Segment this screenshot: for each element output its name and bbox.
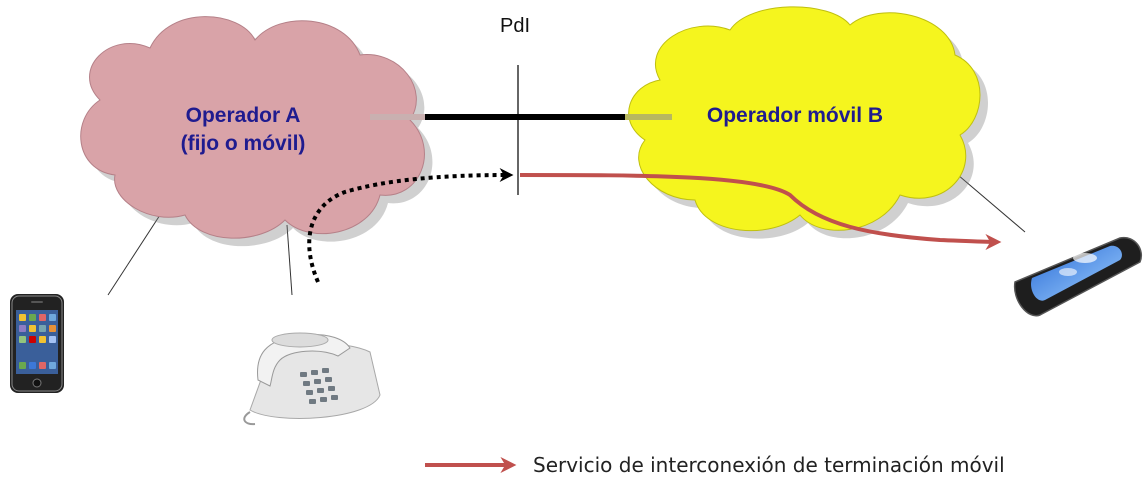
link-line-smartphone [107, 214, 161, 296]
smartphone-icon [10, 294, 64, 393]
desk-phone-icon [243, 332, 381, 426]
originating-call-path [307, 168, 514, 283]
operator-a-label-line1: Operador A [186, 104, 301, 127]
poi-label: PdI [500, 15, 530, 37]
operator-a-label-line2: (fijo o móvil) [181, 132, 306, 155]
link-line-desk-phone [286, 224, 293, 296]
link-line-mobile [957, 174, 1026, 233]
legend-label: Servicio de interconexión de terminación… [533, 453, 1005, 477]
operator-b-cloud [628, 6, 988, 239]
operator-a-cloud [80, 16, 433, 247]
operator-b-label: Operador móvil B [707, 104, 883, 127]
termination-service-arrow [519, 173, 1002, 250]
mobile-phone-icon [1013, 236, 1142, 317]
legend: Servicio de interconexión de terminación… [425, 453, 1005, 477]
